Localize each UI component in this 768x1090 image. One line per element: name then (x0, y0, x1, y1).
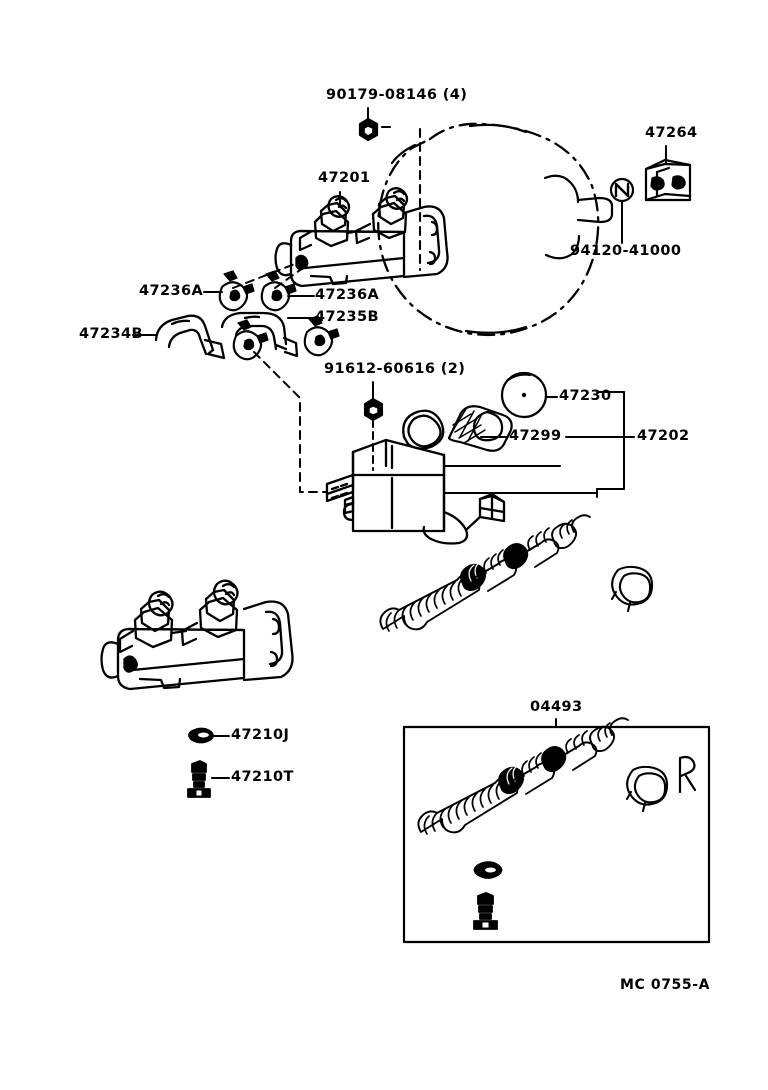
strainer-47299-icon (447, 405, 513, 452)
label-47299: 47299 (509, 428, 562, 444)
piston-assembly-upper (379, 514, 591, 632)
assembly-dash-path (253, 351, 327, 493)
label-47230: 47230 (559, 388, 612, 404)
grommet-kit-icon (473, 861, 503, 879)
label-47236a-left: 47236A (139, 283, 204, 299)
nut-94120-icon (609, 177, 635, 203)
footer-sheet-code: MC 0755-A (620, 977, 711, 993)
clamp-icon-2 (260, 270, 297, 312)
bolt-kit-icon (473, 892, 498, 930)
clip-47264-icon (644, 158, 692, 202)
clamp-icon-3 (232, 319, 269, 361)
label-47201: 47201 (318, 170, 371, 186)
label-04493: 04493 (530, 699, 583, 715)
clamp-icon-4 (303, 315, 340, 357)
nut-90179-icon (358, 117, 379, 142)
label-94120-41000: 94120-41000 (570, 243, 682, 259)
label-47234b: 47234B (79, 326, 143, 342)
label-47210j: 47210J (231, 727, 290, 743)
cap-47230-icon (500, 371, 548, 419)
piston-assembly-kit (417, 717, 629, 835)
bolt-47210t-icon (187, 760, 211, 798)
label-91612-60616: 91612-60616 (2) (324, 361, 466, 377)
retaining-clip-kit (678, 755, 697, 794)
snap-ring-kit (625, 765, 669, 813)
label-47235b: 47235B (315, 309, 379, 325)
master-cylinder-47201 (274, 187, 449, 288)
master-cylinder-lower (100, 579, 294, 691)
label-47210t: 47210T (231, 769, 294, 785)
reservoir-tank-icon (325, 409, 506, 545)
dash-path-from-cylinder (232, 261, 304, 289)
label-47264: 47264 (645, 125, 698, 141)
label-47236a-right: 47236A (315, 287, 380, 303)
booster-body-highlights (390, 123, 614, 334)
label-90179-08146: 90179-08146 (4) (326, 87, 468, 103)
bracket-47202 (443, 391, 635, 498)
label-47202: 47202 (637, 428, 690, 444)
clamp-icon-1 (218, 270, 255, 312)
brake-booster-outline (377, 122, 600, 337)
hose-47235b-icon (220, 311, 299, 358)
snap-ring-upper (610, 565, 654, 613)
grommet-47210j-icon (188, 727, 214, 744)
bolt-91612-icon (363, 397, 384, 422)
hose-47234b-icon (154, 314, 226, 360)
